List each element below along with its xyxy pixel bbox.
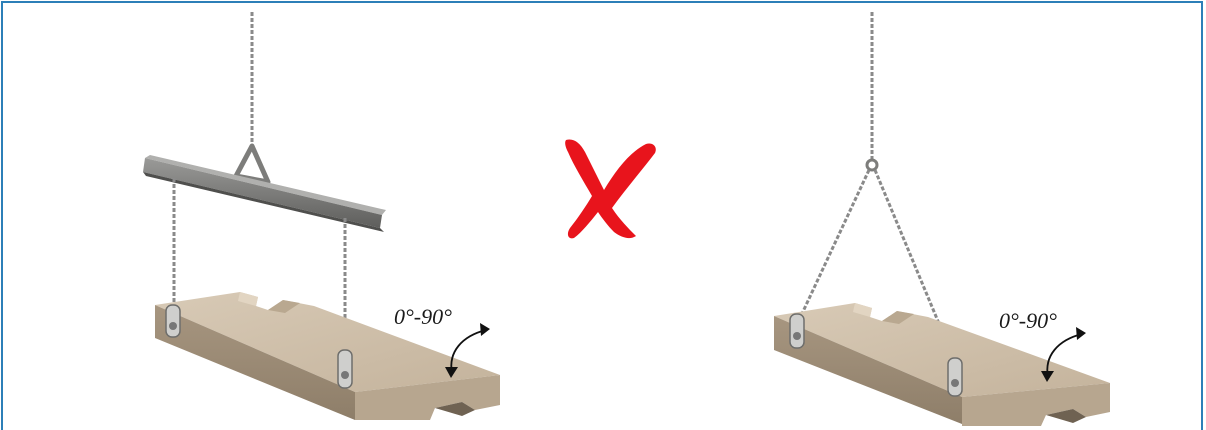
x-mark-icon (565, 140, 656, 239)
angle-label-left: 0°-90° (394, 304, 452, 330)
spreader-beam (143, 155, 386, 232)
right-lift-assembly (774, 12, 1110, 426)
lifting-anchor-right-1 (790, 314, 804, 348)
left-lift-assembly (143, 12, 500, 420)
sling-leg-1 (800, 170, 869, 318)
lifting-anchor-left-1 (166, 305, 180, 337)
concrete-element-right (774, 303, 1110, 426)
lifting-anchor-right-2 (948, 358, 962, 396)
angle-label-right: 0°-90° (999, 308, 1057, 334)
master-link (867, 160, 877, 170)
lifting-anchor-left-2 (338, 350, 352, 388)
